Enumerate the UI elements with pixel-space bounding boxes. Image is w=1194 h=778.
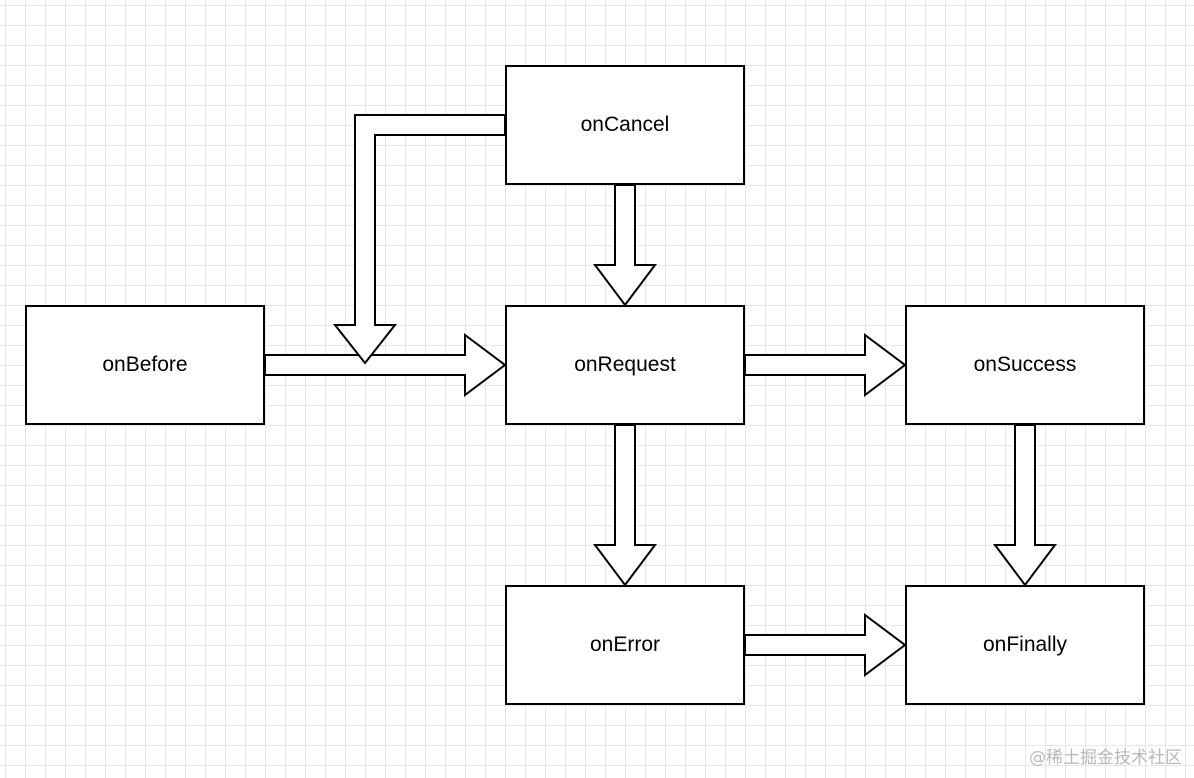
node-onfinally: onFinally	[905, 585, 1145, 705]
node-onerror: onError	[505, 585, 745, 705]
arrow-error-to-finally	[744, 613, 907, 677]
arrow-request-to-success	[744, 333, 907, 397]
node-onfinally-label: onFinally	[982, 633, 1068, 656]
node-onsuccess: onSuccess	[905, 305, 1145, 425]
node-onsuccess-label: onSuccess	[973, 353, 1077, 376]
node-onrequest: onRequest	[505, 305, 745, 425]
arrow-before-to-request	[264, 333, 507, 397]
node-oncancel: onCancel	[505, 65, 745, 185]
node-oncancel-label: onCancel	[580, 113, 670, 136]
watermark-text: @稀土掘金技术社区	[1029, 748, 1182, 768]
node-onbefore-label: onBefore	[102, 353, 188, 376]
arrow-cancel-to-request	[593, 184, 657, 307]
node-onerror-label: onError	[589, 633, 661, 656]
arrow-request-to-error	[593, 424, 657, 587]
arrow-success-to-finally	[993, 424, 1057, 587]
node-onbefore: onBefore	[25, 305, 265, 425]
arrow-cancel-to-before-edge	[332, 114, 506, 365]
node-onrequest-label: onRequest	[574, 353, 676, 376]
